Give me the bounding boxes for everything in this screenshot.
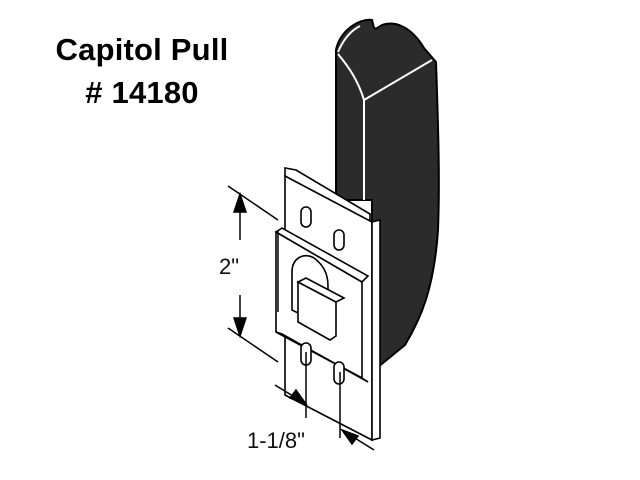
dimension-arrow-up-icon [232, 191, 248, 213]
pull-handle-illustration [335, 18, 440, 375]
height-dimension-label: 2" [219, 254, 240, 279]
dimension-arrow-right-icon [288, 388, 309, 406]
product-name: Capitol Pull [55, 32, 229, 67]
dimension-arrow-left-icon [339, 428, 360, 446]
dimension-arrow-down-icon [232, 317, 248, 339]
width-dimension-lines [274, 352, 375, 451]
part-number: # 14180 [85, 75, 199, 110]
height-dimension-lines [227, 185, 279, 363]
hole-spacing-dimension-label: 1-1/8" [247, 428, 305, 453]
